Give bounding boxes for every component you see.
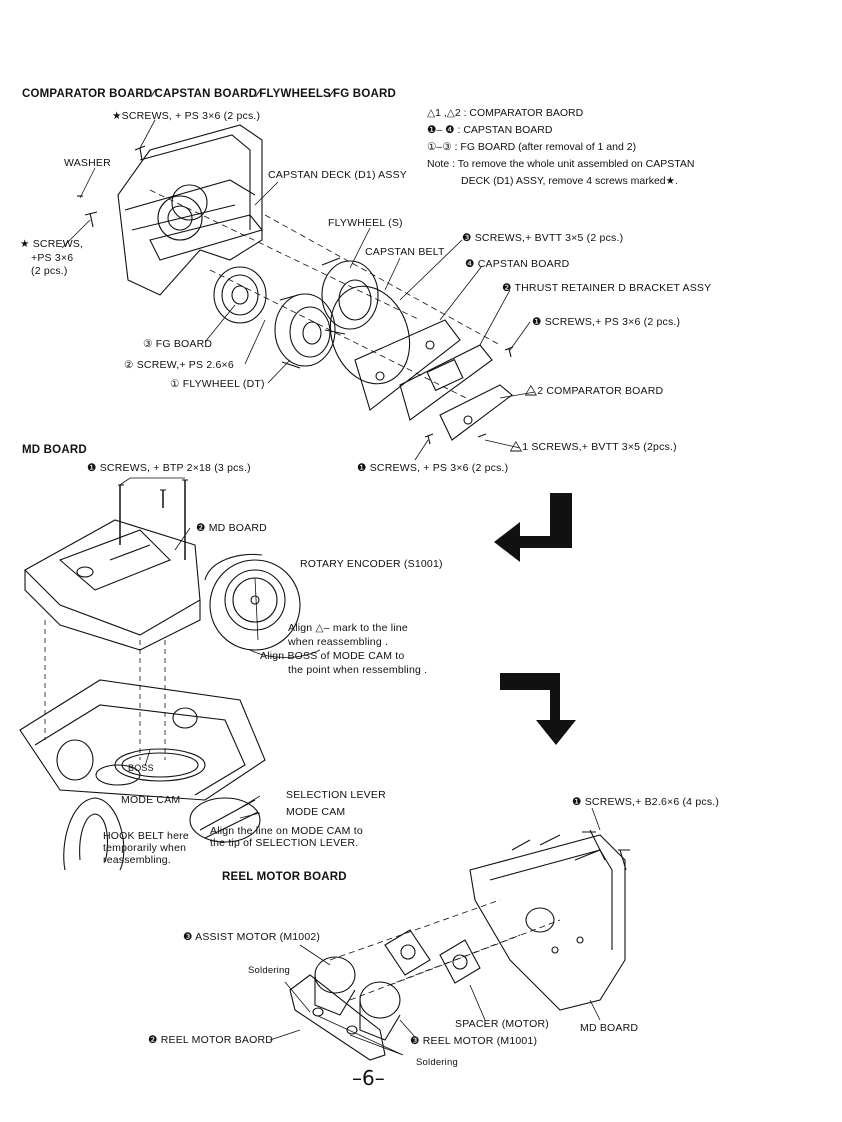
label-boss: BOSS (128, 763, 154, 773)
label-hook-belt-2: temporarily when (103, 842, 187, 854)
page-number: –6– (352, 1066, 385, 1090)
label-thrust-retainer: ❷ THRUST RETAINER D BRACKET ASSY (502, 282, 712, 294)
section3-leader-lines (269, 807, 601, 1056)
legend-note-1: Note : To remove the whole unit assemble… (427, 158, 695, 170)
legend-comparator: △1 ,△2 : COMPARATOR BAORD (427, 107, 584, 119)
legend-capstan: ❶– ❹ : CAPSTAN BOARD (427, 124, 553, 136)
label-screws-ps-bottom: ❶ SCREWS, + PS 3×6 (2 pcs.) (357, 462, 509, 474)
label-capstan-deck: CAPSTAN DECK (D1) ASSY (268, 169, 407, 181)
label-soldering-1: Soldering (248, 965, 290, 976)
label-star-screws-left-3: (2 pcs.) (31, 265, 68, 277)
label-align-line-1: Align the line on MODE CAM to (210, 825, 363, 837)
label-flywheel-dt: ① FLYWHEEL (DT) (170, 378, 265, 390)
label-washer: WASHER (64, 157, 111, 169)
legend-fg: ①–③ : FG BOARD (after removal of 1 and 2… (427, 141, 637, 153)
label-flywheel-s: FLYWHEEL (S) (328, 217, 403, 229)
label-star-screws: ★SCREWS, + PS 3×6 (2 pcs.) (112, 110, 261, 122)
label-screws-ps: ❶ SCREWS,+ PS 3×6 (2 pcs.) (532, 316, 681, 328)
label-hook-belt-1: HOOK BELT here (103, 830, 189, 842)
section2-title: MD BOARD (22, 444, 87, 456)
label-star-screws-left-1: ★ SCREWS, (20, 238, 84, 250)
section3-title: REEL MOTOR BOARD (222, 871, 347, 883)
label-assist-motor: ❸ ASSIST MOTOR (M1002) (183, 931, 321, 943)
label-comparator-board: ⃤2 COMPARATOR BOARD (537, 385, 664, 397)
label-spacer-motor: SPACER (MOTOR) (455, 1018, 549, 1030)
label-md-board: ❷ MD BOARD (196, 522, 267, 534)
label-selection-lever: SELECTION LEVER (286, 789, 386, 801)
label-align-boss-1: Align BOSS of MODE CAM to (260, 650, 405, 662)
section1-title: COMPARATOR BOARD∕CAPSTAN BOARD∕FLYWHEELS… (22, 88, 396, 100)
label-reel-motor: ❸ REEL MOTOR (M1001) (410, 1035, 538, 1047)
label-mode-cam-2: MODE CAM (286, 806, 346, 818)
label-align-line-2: the tip of SELECTION LEVER. (210, 837, 359, 849)
label-reel-motor-board: ❷ REEL MOTOR BAORD (148, 1034, 274, 1046)
label-screws-bvtt: ❸ SCREWS,+ BVTT 3×5 (2 pcs.) (462, 232, 624, 244)
label-screws-b26: ❶ SCREWS,+ B2.6×6 (4 pcs.) (572, 796, 720, 808)
capstan-deck-assembly-drawing (77, 124, 514, 445)
section2-leader-lines (144, 527, 261, 819)
section1-leader-lines (61, 119, 536, 461)
label-capstan-belt: CAPSTAN BELT (365, 246, 445, 258)
flow-arrow-down (500, 673, 576, 745)
label-star-screws-left-2: +PS 3×6 (31, 252, 74, 264)
label-align-boss-2: the point when ressembling . (288, 664, 428, 676)
label-capstan-board: ❹ CAPSTAN BOARD (465, 258, 570, 270)
label-soldering-2: Soldering (416, 1057, 458, 1068)
label-align-mark-2: when reassembling . (288, 636, 389, 648)
label-mode-cam: MODE CAM (121, 794, 181, 806)
label-hook-belt-3: reassembling. (103, 854, 171, 866)
flow-arrow-left (494, 493, 572, 562)
label-align-mark-1: Align △– mark to the line (288, 622, 408, 634)
md-board-drawing (19, 477, 321, 871)
label-md-board-chassis: MD BOARD (580, 1022, 639, 1034)
label-screws-bvtt-comparator: ⃤1 SCREWS,+ BVTT 3×5 (2pcs.) (522, 441, 677, 453)
reel-motor-board-drawing (289, 829, 630, 1061)
label-screw-ps26: ② SCREW,+ PS 2.6×6 (124, 359, 234, 371)
label-rotary-encoder: ROTARY ENCODER (S1001) (300, 558, 443, 570)
label-fg-board: ③ FG BOARD (143, 338, 213, 350)
legend-note-2: DECK (D1) ASSY, remove 4 screws marked★. (461, 175, 678, 187)
label-screws-btp: ❶ SCREWS, + BTP 2×18 (3 pcs.) (87, 462, 251, 474)
